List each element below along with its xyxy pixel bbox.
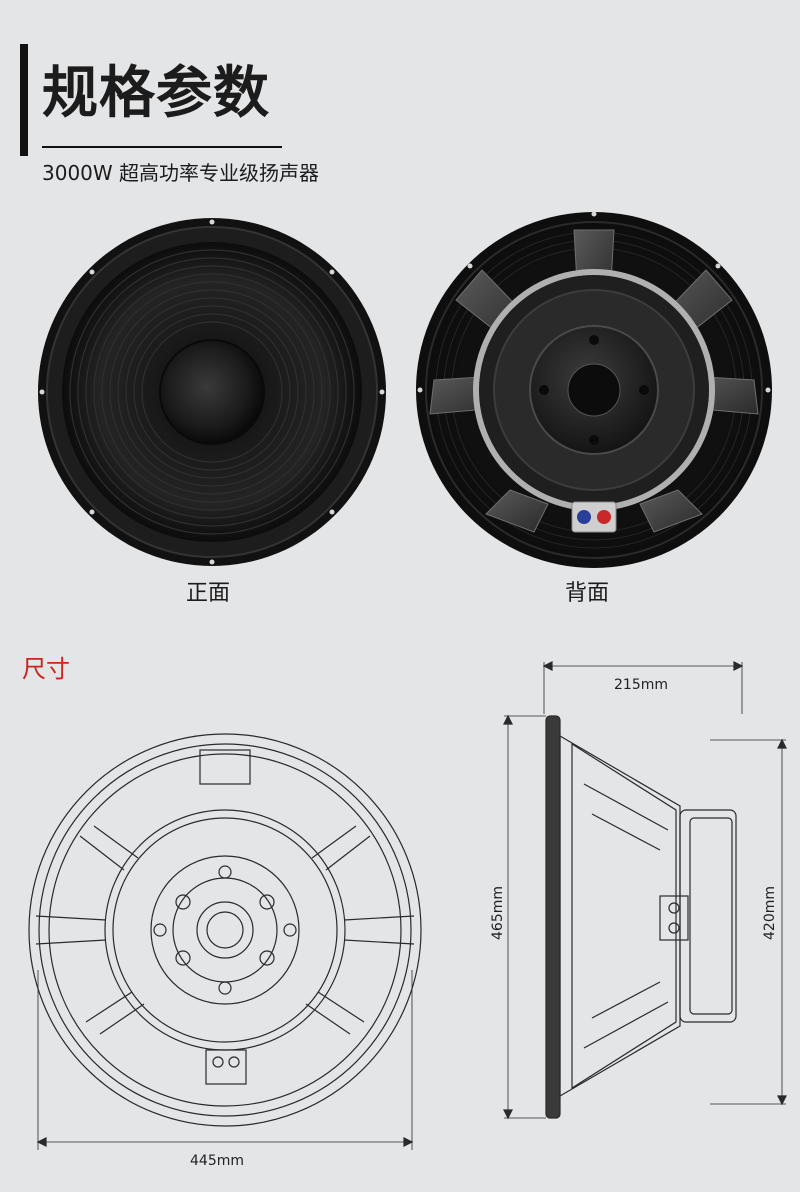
dimensions-section-label: 尺寸 [22, 655, 70, 683]
depth-dimension: 215mm [614, 677, 668, 693]
magnet-height-dimension: 420mm [762, 886, 778, 940]
product-subtitle: 3000W 超高功率专业级扬声器 [42, 161, 320, 185]
side-line-drawing [503, 661, 787, 1120]
overall-height-dimension: 465mm [490, 886, 506, 940]
page-title: 规格参数 [42, 61, 270, 126]
speaker-front-photo [38, 218, 386, 566]
title-accent-bar [20, 44, 28, 156]
front-line-drawing [28, 733, 422, 1150]
title-underline [42, 146, 282, 148]
back-photo-caption: 背面 [564, 581, 609, 606]
speaker-back-photo [416, 211, 772, 568]
front-photo-caption: 正面 [185, 581, 230, 606]
front-width-dimension: 445mm [190, 1153, 244, 1169]
